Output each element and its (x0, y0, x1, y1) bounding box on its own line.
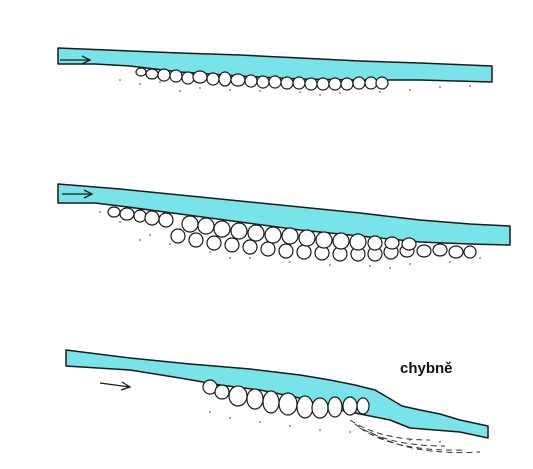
panel-1-ramp (58, 48, 492, 96)
panel-2-ramp (58, 184, 510, 269)
panel-3-label: chybně (400, 360, 453, 377)
flow-arrow-icon (100, 382, 130, 390)
